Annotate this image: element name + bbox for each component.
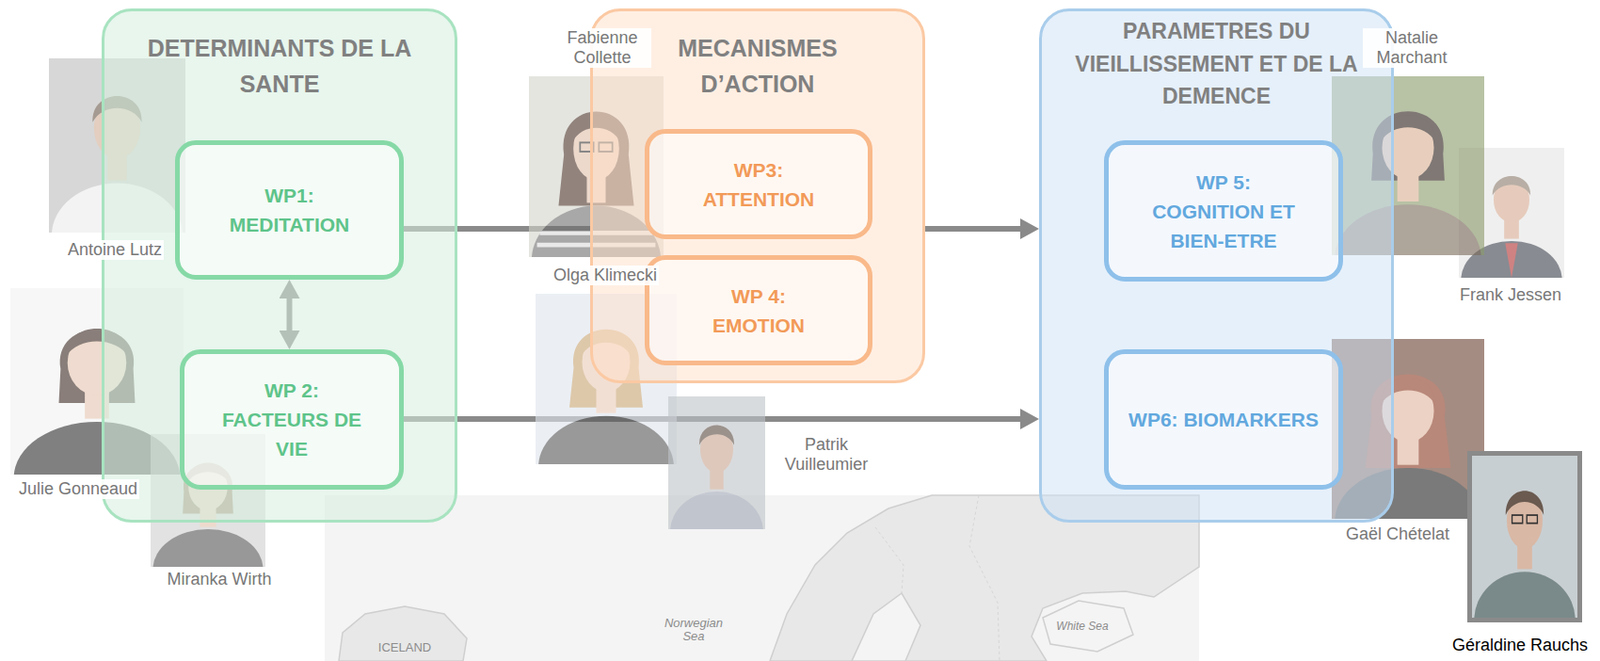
person-name: Antoine Lutz [65, 240, 164, 260]
portrait-photo [668, 396, 766, 572]
portrait-photo [1467, 450, 1583, 661]
work-package-box: WP1: MEDITATION [175, 140, 404, 280]
group-panel: PARAMETRES DU VIEILLISSEMENT ET DE LA DE… [1039, 8, 1394, 523]
connector-arrow [925, 225, 1023, 232]
work-package-box: WP6: BIOMARKERS [1104, 349, 1344, 490]
person-name: Julie Gonneaud [16, 479, 140, 499]
group-title: DETERMINANTS DE LA SANTE [138, 31, 421, 102]
map-label: ICELAND [376, 640, 433, 655]
person-name: Géraldine Rauchs [1450, 635, 1590, 656]
work-package-label: WP1: MEDITATION [211, 180, 368, 240]
person-name: Frank Jessen [1457, 285, 1564, 305]
work-package-box: WP 2: FACTEURS DE VIE [179, 349, 404, 490]
work-package-label: WP 2: FACTEURS DE VIE [214, 375, 370, 464]
group-panel: DETERMINANTS DE LA SANTE WP1: MEDITATION W… [101, 8, 458, 523]
work-package-label: WP6: BIOMARKERS [1128, 404, 1319, 434]
person-name: Natalie Marchant [1362, 28, 1461, 68]
person-name: Fabienne Collette [553, 28, 652, 68]
work-package-box: WP 5: COGNITION ET BIEN-ETRE [1104, 140, 1344, 282]
group-title: PARAMETRES DU VIEILLISSEMENT ET DE LA DE… [1061, 15, 1373, 113]
work-package-label: WP 4: EMOTION [692, 281, 825, 340]
work-package-label: WP3: ATTENTION [681, 155, 837, 214]
work-package-label: WP 5: COGNITION ET BIEN-ETRE [1143, 167, 1304, 256]
work-package-box: WP 4: EMOTION [644, 255, 873, 366]
person-name: Olga Klimecki [551, 265, 659, 286]
person-name: Patrik Vuilleumier [777, 434, 876, 475]
work-package-box: WP3: ATTENTION [644, 128, 873, 240]
map-label: White Sea [1054, 620, 1110, 633]
person-name: Miranka Wirth [164, 569, 273, 590]
group-title: MECANISMES D’ACTION [658, 31, 857, 102]
map-label: Norwegian Sea [654, 616, 734, 644]
person-name: Gaël Chételat [1344, 524, 1452, 544]
